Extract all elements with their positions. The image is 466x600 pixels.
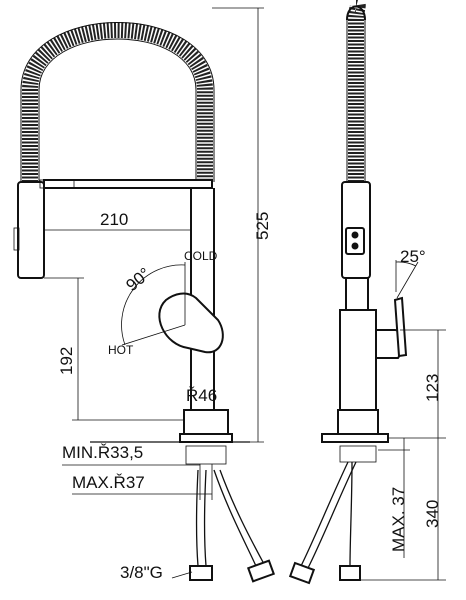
side-base-body xyxy=(337,409,379,435)
side-hose-left-inner xyxy=(307,461,357,569)
angle-90-label: 90° xyxy=(122,264,154,295)
dim-210-label: 210 xyxy=(100,210,128,229)
cold-label: COLD xyxy=(184,249,218,263)
side-base-flange xyxy=(321,433,389,443)
max-hole-label: MAX.Ř37 xyxy=(72,473,145,492)
front-spray-head xyxy=(17,181,45,279)
thread-leader xyxy=(171,571,193,579)
hole-dims: MIN.Ř33,5 MAX.Ř37 xyxy=(62,443,212,495)
front-base-flange xyxy=(179,433,233,443)
dim-123: 123 xyxy=(423,330,442,438)
side-hose-right xyxy=(349,461,353,567)
angle-90-ray-2 xyxy=(121,324,186,346)
front-hose-right-inner xyxy=(219,469,265,565)
side-mount-nut xyxy=(339,445,377,463)
side-fitting-left xyxy=(288,561,316,585)
dim-192: 192 xyxy=(44,277,184,421)
dim-340-label: 340 xyxy=(423,500,442,528)
side-hose-left xyxy=(299,461,349,569)
front-spray-button xyxy=(13,227,20,251)
front-base-body xyxy=(183,409,229,435)
front-fitting-right xyxy=(246,559,276,583)
front-view xyxy=(13,22,276,583)
side-spring-hose xyxy=(348,0,366,182)
side-spray-button-panel xyxy=(345,227,365,255)
front-hose-right xyxy=(213,469,257,567)
front-hose-left xyxy=(195,469,199,567)
side-view xyxy=(288,0,408,585)
side-lever-handle xyxy=(393,296,408,358)
angle-25-arc xyxy=(395,261,417,267)
front-mount-nut xyxy=(185,445,227,465)
angle-25-ray-tilted xyxy=(396,261,419,299)
front-lever-handle xyxy=(158,292,224,354)
front-hose-outer-edge xyxy=(20,22,215,182)
dim-525: 525 xyxy=(212,7,272,443)
radius-46-label: Ř46 xyxy=(186,386,217,405)
dim-525-label: 525 xyxy=(253,212,272,240)
side-valve-body xyxy=(339,309,377,411)
angle-90-arc xyxy=(121,264,186,346)
side-spray-button-1 xyxy=(351,231,359,239)
front-spring-hose xyxy=(22,22,213,182)
dim-123-label: 123 xyxy=(423,374,442,402)
thread-dim: 3/8"G xyxy=(120,563,193,582)
front-fitting-left xyxy=(189,565,213,581)
side-spray-button-2 xyxy=(351,242,359,250)
dim-210: 210 xyxy=(44,210,191,231)
dim-192-label: 192 xyxy=(57,347,76,375)
front-hose-inner-edge xyxy=(38,38,197,182)
side-fitting-right xyxy=(339,565,361,581)
min-hole-label: MIN.Ř33,5 xyxy=(62,443,143,462)
side-hose-top xyxy=(346,5,366,21)
front-collar-clip xyxy=(39,179,75,189)
angle-25-label: 25° xyxy=(400,247,426,266)
hot-label: HOT xyxy=(108,343,134,357)
dim-max37-label: MAX. 37 xyxy=(389,487,408,552)
thread-label: 3/8"G xyxy=(120,563,163,582)
front-hose-left-inner xyxy=(203,469,207,567)
front-collar xyxy=(43,179,213,189)
dim-340: 340 MAX. 37 xyxy=(360,437,446,581)
